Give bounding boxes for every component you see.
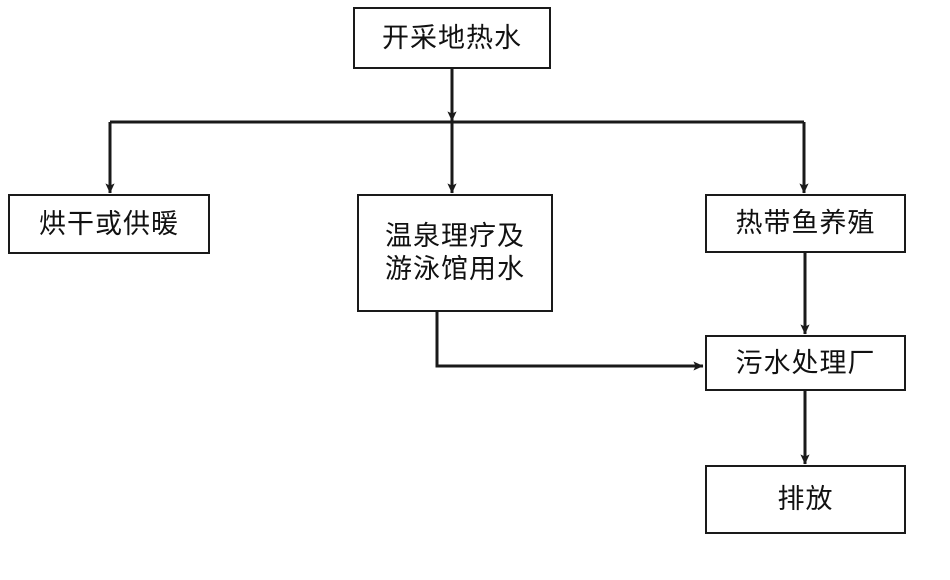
edge-spa-to-plant	[435, 312, 704, 371]
node-tropical-fish-farming[interactable]: 热带鱼养殖	[705, 194, 906, 253]
node-extract-geothermal-water[interactable]: 开采地热水	[353, 7, 551, 69]
node-drying-or-heating[interactable]: 烘干或供暖	[8, 194, 210, 254]
node-hot-spring-therapy-and-swimming-pool-water[interactable]: 温泉理疗及 游泳馆用水	[357, 194, 553, 312]
node-sewage-treatment-plant[interactable]: 污水处理厂	[705, 335, 906, 391]
node-discharge[interactable]: 排放	[705, 465, 906, 534]
